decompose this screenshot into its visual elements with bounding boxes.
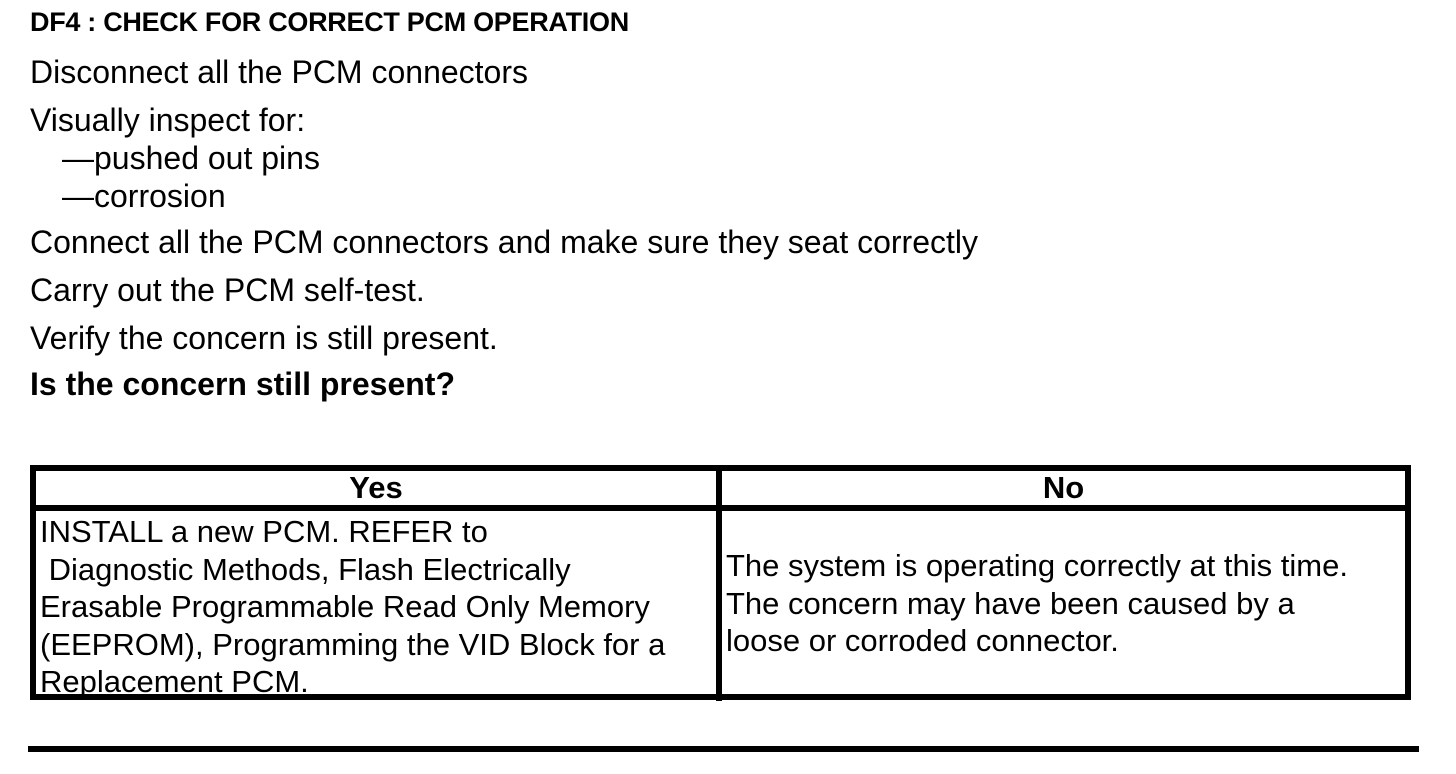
step-carry-out-self-test: Carry out the PCM self-test. <box>30 272 425 308</box>
step-verify-concern: Verify the concern is still present. <box>30 320 498 356</box>
decision-question: Is the concern still present? <box>30 366 455 402</box>
step-visually-inspect: Visually inspect for: <box>30 102 306 138</box>
step-disconnect-connectors: Disconnect all the PCM connectors <box>30 54 528 90</box>
no-action-cell: The system is operating correctly at thi… <box>726 548 1348 658</box>
procedure-heading: DF4 : CHECK FOR CORRECT PCM OPERATION <box>30 7 629 37</box>
decision-table-body-row: INSTALL a new PCM. REFER to Diagnostic M… <box>36 511 1405 701</box>
inspect-item-pushed-out-pins: —pushed out pins <box>62 140 320 176</box>
no-column-header: No <box>1042 470 1085 505</box>
decision-table: Yes No INSTALL a new PCM. REFER to Diagn… <box>30 465 1411 701</box>
yes-action-cell: INSTALL a new PCM. REFER to Diagnostic M… <box>36 511 722 701</box>
decision-table-header-row: Yes No <box>36 471 1405 511</box>
step-connect-connectors: Connect all the PCM connectors and make … <box>30 224 978 260</box>
inspect-item-corrosion: —corrosion <box>62 178 226 214</box>
yes-column-header: Yes <box>36 471 722 505</box>
page-bottom-rule <box>28 746 1419 752</box>
